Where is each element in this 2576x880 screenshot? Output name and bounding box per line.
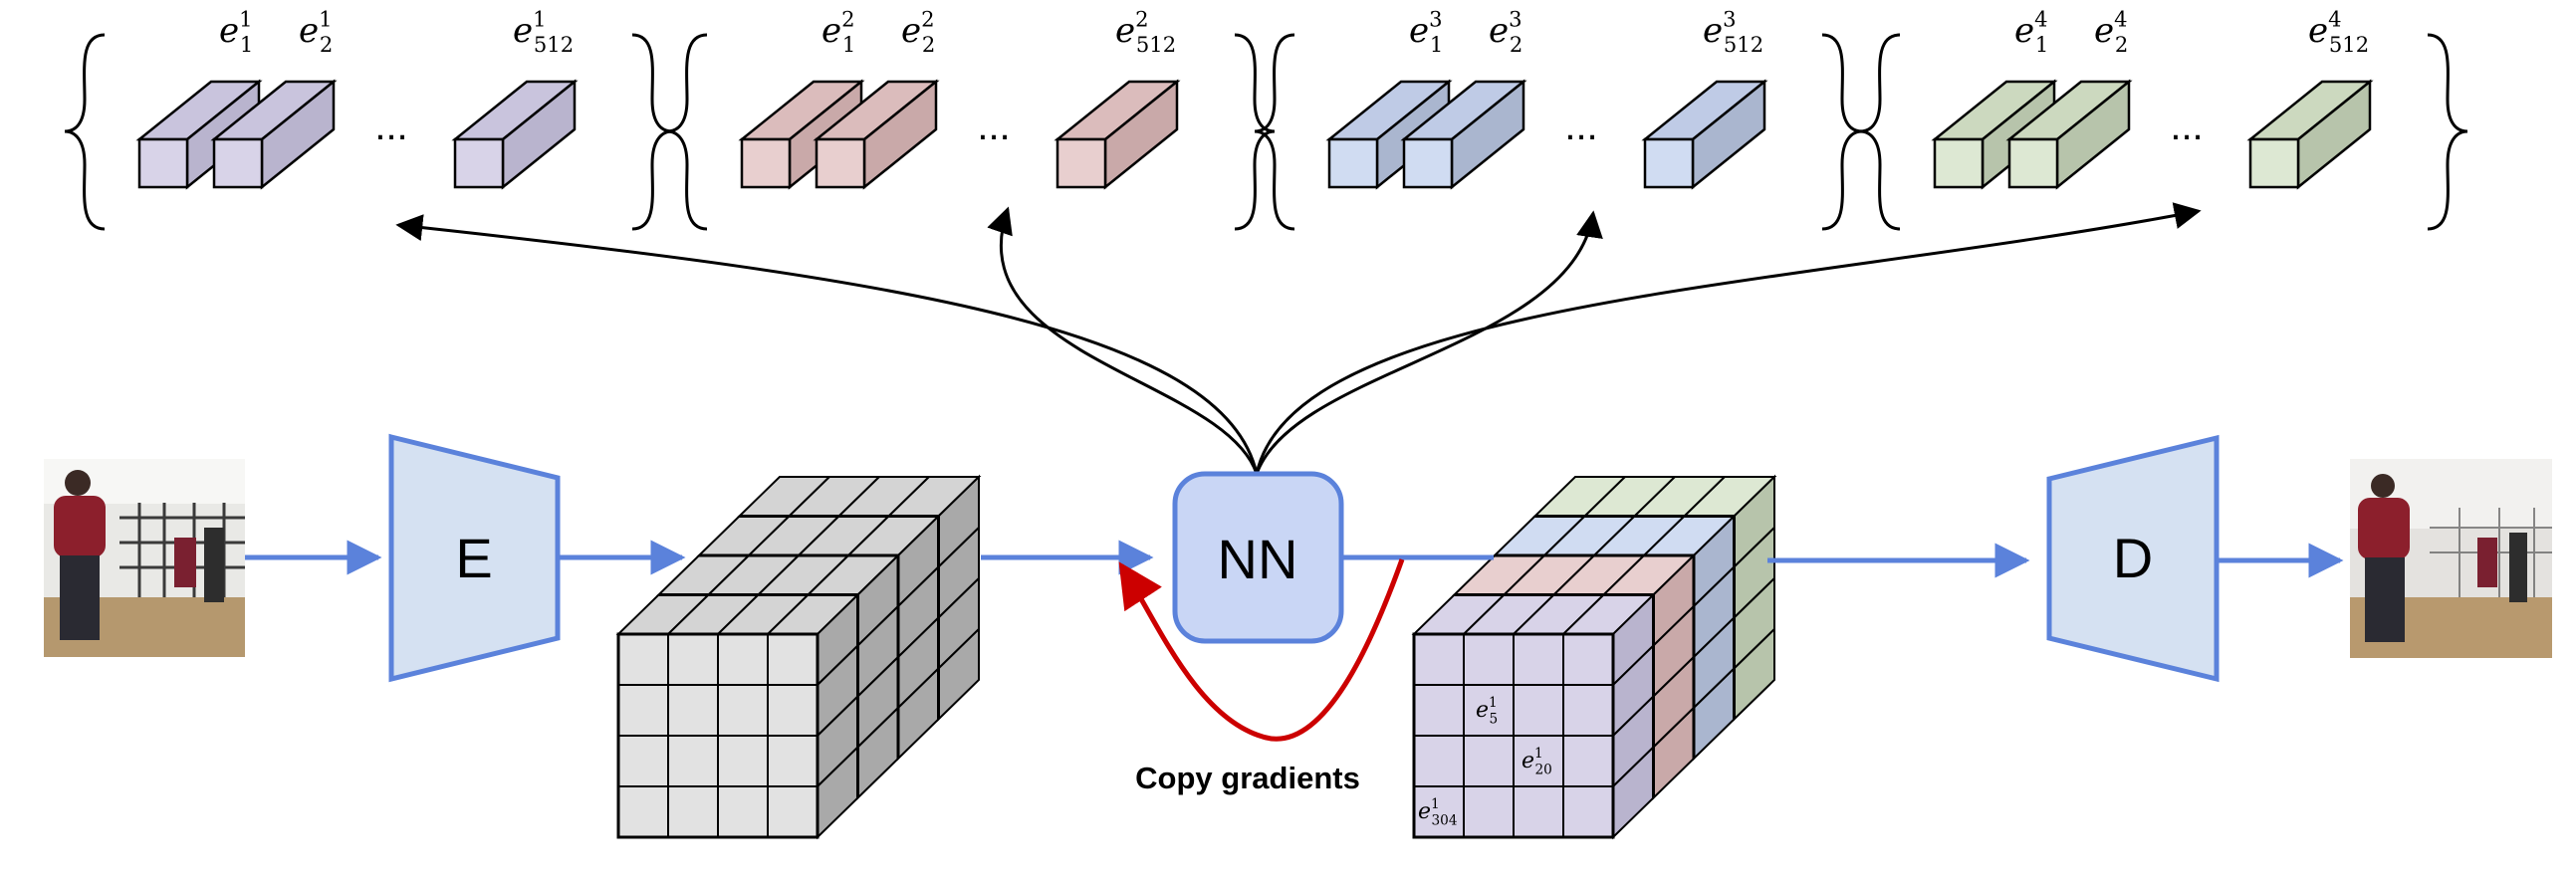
lookup-arrow-1 xyxy=(395,214,1259,475)
grid-front-cell xyxy=(1562,684,1614,737)
ellipsis: ... xyxy=(977,105,1010,148)
encoder-block: E xyxy=(388,433,561,683)
code-vector-512 xyxy=(1641,79,1768,190)
left-brace xyxy=(1254,33,1295,231)
decoder-block: D xyxy=(2046,434,2220,683)
grid-front-cell xyxy=(767,785,819,838)
grid-front-cell xyxy=(667,735,719,787)
grid-front-cell xyxy=(667,633,719,686)
right-brace xyxy=(1821,33,1863,231)
lookup-arrow-4 xyxy=(1255,202,2202,475)
grid-front-cell xyxy=(717,785,769,838)
ellipsis: ... xyxy=(374,105,407,148)
code-vector-2 xyxy=(210,79,338,190)
nn-label: NN xyxy=(1218,528,1298,590)
grid-front-cell xyxy=(717,735,769,787)
grid-front-cell xyxy=(1463,684,1515,737)
left-brace xyxy=(1859,33,1901,231)
code-vector-512 xyxy=(1054,79,1181,190)
grid-front-cell xyxy=(1463,785,1515,838)
output-image xyxy=(2350,459,2552,658)
grid-front-cell xyxy=(1413,684,1465,737)
grid-front-cell xyxy=(617,633,669,686)
ellipsis: ... xyxy=(2170,105,2203,148)
grid-front-cell xyxy=(767,684,819,737)
code-vector-512 xyxy=(451,79,579,190)
grid-front-cell xyxy=(617,785,669,838)
input-image xyxy=(44,459,245,657)
grid-front-cell xyxy=(1513,735,1564,787)
codebook-lookup-arrows xyxy=(395,202,2202,475)
grid-front-cell xyxy=(1463,633,1515,686)
ellipsis: ... xyxy=(1564,105,1597,148)
grid-front-cell xyxy=(717,684,769,737)
grid-front-cell xyxy=(717,633,769,686)
grid-front-cell xyxy=(617,735,669,787)
code-vector-2 xyxy=(2005,79,2133,190)
grid-front-cell xyxy=(1562,735,1614,787)
right-brace xyxy=(1234,33,1276,231)
copy-gradients-arrow xyxy=(1118,558,1405,742)
encoder-label: E xyxy=(455,527,492,589)
grid-front-cell xyxy=(767,633,819,686)
grid-front-cell xyxy=(667,785,719,838)
grid-front-cell xyxy=(667,684,719,737)
code-vector-512 xyxy=(2246,79,2374,190)
grid-front-cell xyxy=(617,684,669,737)
grid-front-cell xyxy=(767,735,819,787)
decoder-label: D xyxy=(2113,527,2153,589)
right-brace xyxy=(2427,33,2468,231)
copy-gradients-label: Copy gradients xyxy=(1135,761,1360,795)
grid-front-cell xyxy=(1513,633,1564,686)
grid-front-cell xyxy=(1513,785,1564,838)
lookup-arrow-3 xyxy=(1255,210,1603,475)
encoder-latent-grid xyxy=(615,474,982,840)
grid-front-cell xyxy=(1413,735,1465,787)
code-vector-2 xyxy=(813,79,940,190)
right-brace xyxy=(631,33,673,231)
left-brace xyxy=(64,33,106,231)
nn-block: NN xyxy=(1172,471,1344,644)
left-brace xyxy=(666,33,708,231)
lookup-arrow-2 xyxy=(987,206,1259,475)
grid-front-cell xyxy=(1562,633,1614,686)
code-vector-2 xyxy=(1400,79,1527,190)
grid-front-cell xyxy=(1463,735,1515,787)
grid-front-cell xyxy=(1513,684,1564,737)
grid-front-cell xyxy=(1562,785,1614,838)
grid-front-cell xyxy=(1413,633,1465,686)
